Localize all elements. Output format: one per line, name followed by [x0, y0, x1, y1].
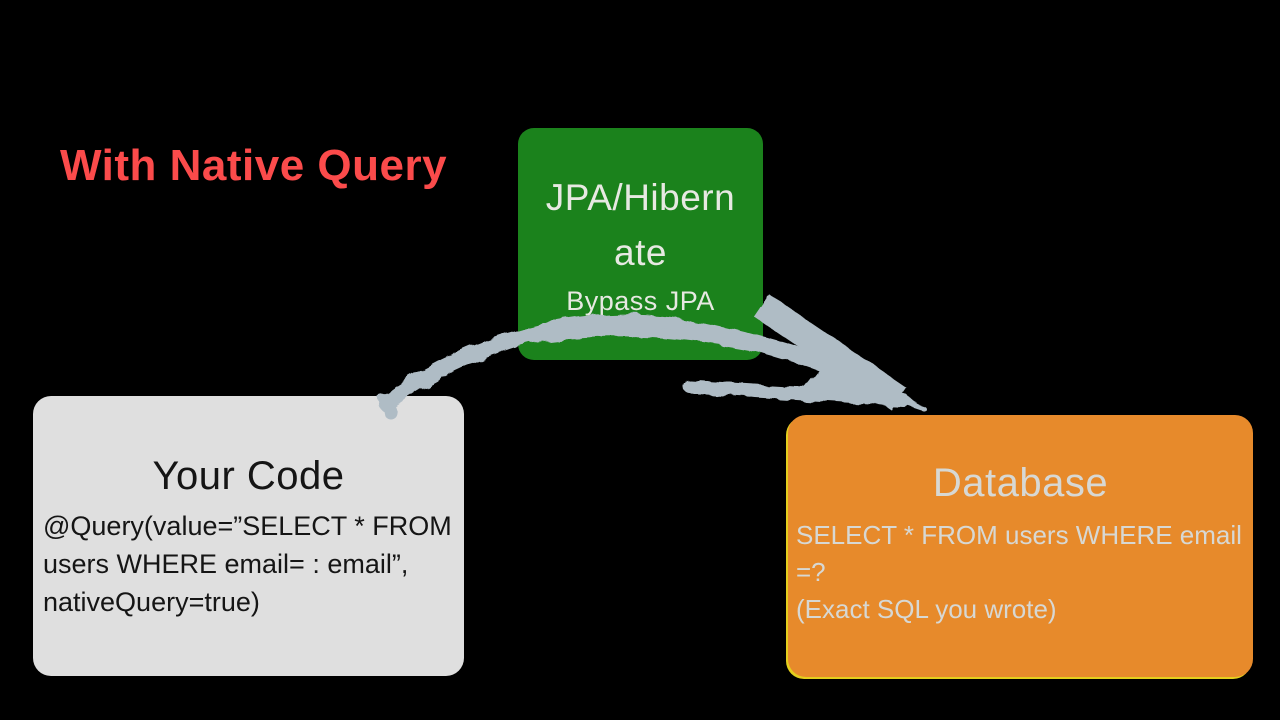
arrow-head-lower-stroke — [683, 380, 910, 407]
your-code-node: Your Code @Query(value=”SELECT * FROM us… — [33, 396, 464, 676]
your-code-query-snippet: @Query(value=”SELECT * FROM users WHERE … — [43, 511, 452, 617]
database-node: Database SELECT * FROM users WHERE email… — [788, 415, 1253, 677]
jpa-node-title: JPA/Hibern ate — [545, 177, 736, 273]
database-sql-text: SELECT * FROM users WHERE email =? (Exac… — [796, 520, 1242, 624]
jpa-hibernate-node: JPA/Hibern ate Bypass JPA — [518, 128, 763, 360]
database-title: Database — [932, 461, 1109, 505]
your-code-title: Your Code — [152, 454, 345, 498]
diagram-title: With Native Query — [60, 141, 448, 190]
arrow-head-tip — [804, 348, 916, 402]
arrow-tip-wisp — [895, 396, 925, 410]
arrow-head-upper-stroke — [754, 294, 906, 410]
jpa-node-subtitle: Bypass JPA — [566, 286, 715, 316]
